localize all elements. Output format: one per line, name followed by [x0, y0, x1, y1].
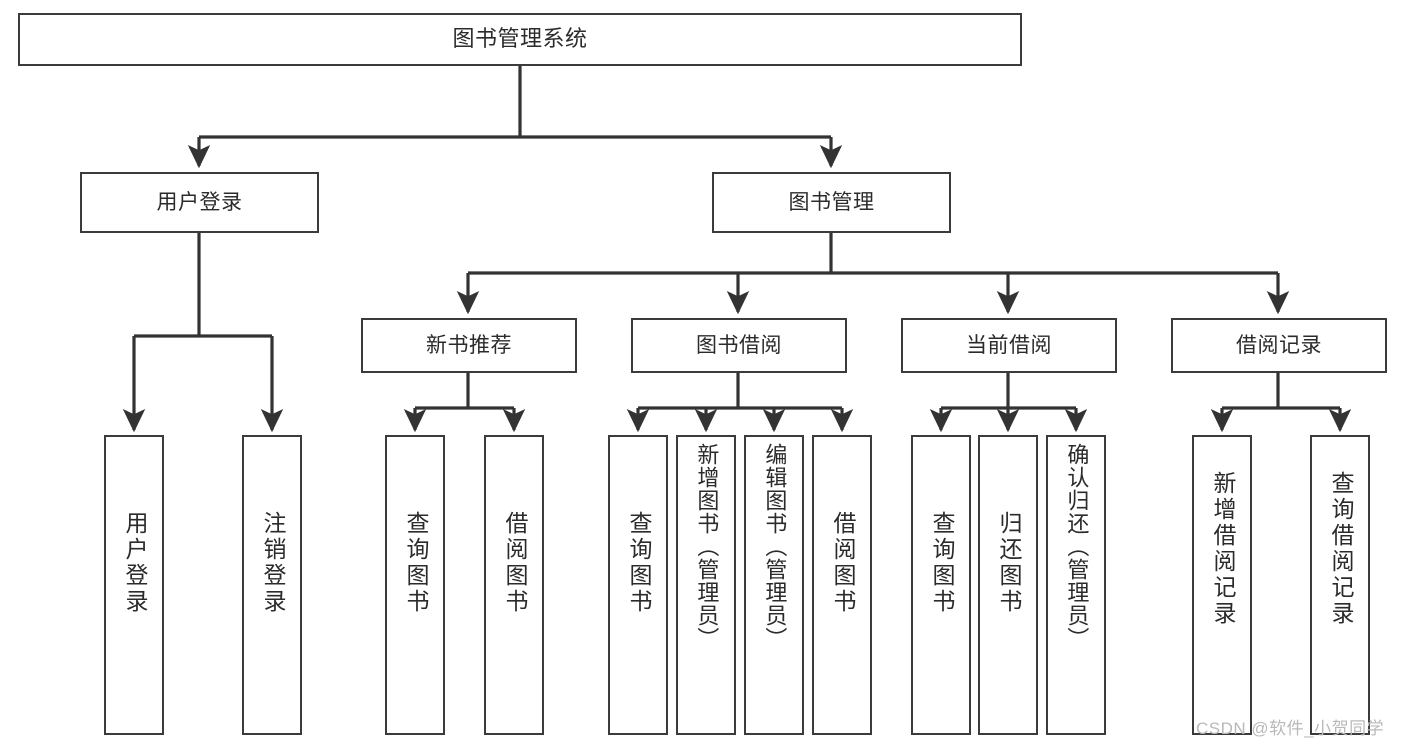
- node-leaf-query-book-borrow[interactable]: 查询图书: [608, 435, 668, 735]
- node-leaf-query-borrow-record[interactable]: 查询借阅记录: [1310, 435, 1370, 735]
- node-label: 确认归还（管理员）: [1064, 443, 1090, 650]
- node-book-borrow[interactable]: 图书借阅: [631, 318, 847, 373]
- node-label: 借阅记录: [1236, 333, 1322, 357]
- csdn-watermark: CSDN @软件_小贺同学: [1196, 719, 1385, 738]
- node-leaf-borrow-book-recommend[interactable]: 借阅图书: [484, 435, 544, 735]
- node-label: 用户登录: [156, 190, 243, 214]
- node-borrow-record[interactable]: 借阅记录: [1171, 318, 1387, 373]
- node-current-borrow[interactable]: 当前借阅: [901, 318, 1117, 373]
- node-user-login[interactable]: 用户登录: [80, 172, 319, 233]
- node-label: 新增借阅记录: [1209, 471, 1236, 627]
- node-leaf-query-book-current[interactable]: 查询图书: [911, 435, 971, 735]
- node-label: 用户登录: [121, 511, 148, 615]
- node-label: 借阅图书: [501, 511, 528, 615]
- node-leaf-add-borrow-record[interactable]: 新增借阅记录: [1192, 435, 1252, 735]
- node-label: 查询图书: [928, 511, 955, 615]
- node-root-system[interactable]: 图书管理系统: [18, 13, 1022, 66]
- node-leaf-user-login[interactable]: 用户登录: [104, 435, 164, 735]
- node-label: 编辑图书（管理员）: [762, 443, 788, 650]
- node-label: 查询图书: [402, 511, 429, 615]
- node-label: 图书管理系统: [452, 26, 588, 52]
- node-new-book-recommend[interactable]: 新书推荐: [361, 318, 577, 373]
- node-label: 注销登录: [259, 511, 286, 615]
- node-book-manage[interactable]: 图书管理: [712, 172, 951, 233]
- node-leaf-return-book[interactable]: 归还图书: [978, 435, 1038, 735]
- node-label: 查询图书: [625, 511, 652, 615]
- node-label: 新书推荐: [426, 333, 512, 357]
- node-leaf-confirm-return[interactable]: 确认归还（管理员）: [1046, 435, 1106, 735]
- node-leaf-query-book-recommend[interactable]: 查询图书: [385, 435, 445, 735]
- node-leaf-add-book[interactable]: 新增图书（管理员）: [676, 435, 736, 735]
- node-label: 图书借阅: [696, 333, 782, 357]
- node-leaf-borrow-book[interactable]: 借阅图书: [812, 435, 872, 735]
- node-leaf-edit-book[interactable]: 编辑图书（管理员）: [744, 435, 804, 735]
- node-label: 当前借阅: [966, 333, 1052, 357]
- node-label: 新增图书（管理员）: [694, 443, 720, 650]
- node-label: 归还图书: [995, 511, 1022, 615]
- node-label: 借阅图书: [829, 511, 856, 615]
- node-leaf-logout[interactable]: 注销登录: [242, 435, 302, 735]
- node-label: 查询借阅记录: [1327, 471, 1354, 627]
- node-label: 图书管理: [788, 190, 875, 214]
